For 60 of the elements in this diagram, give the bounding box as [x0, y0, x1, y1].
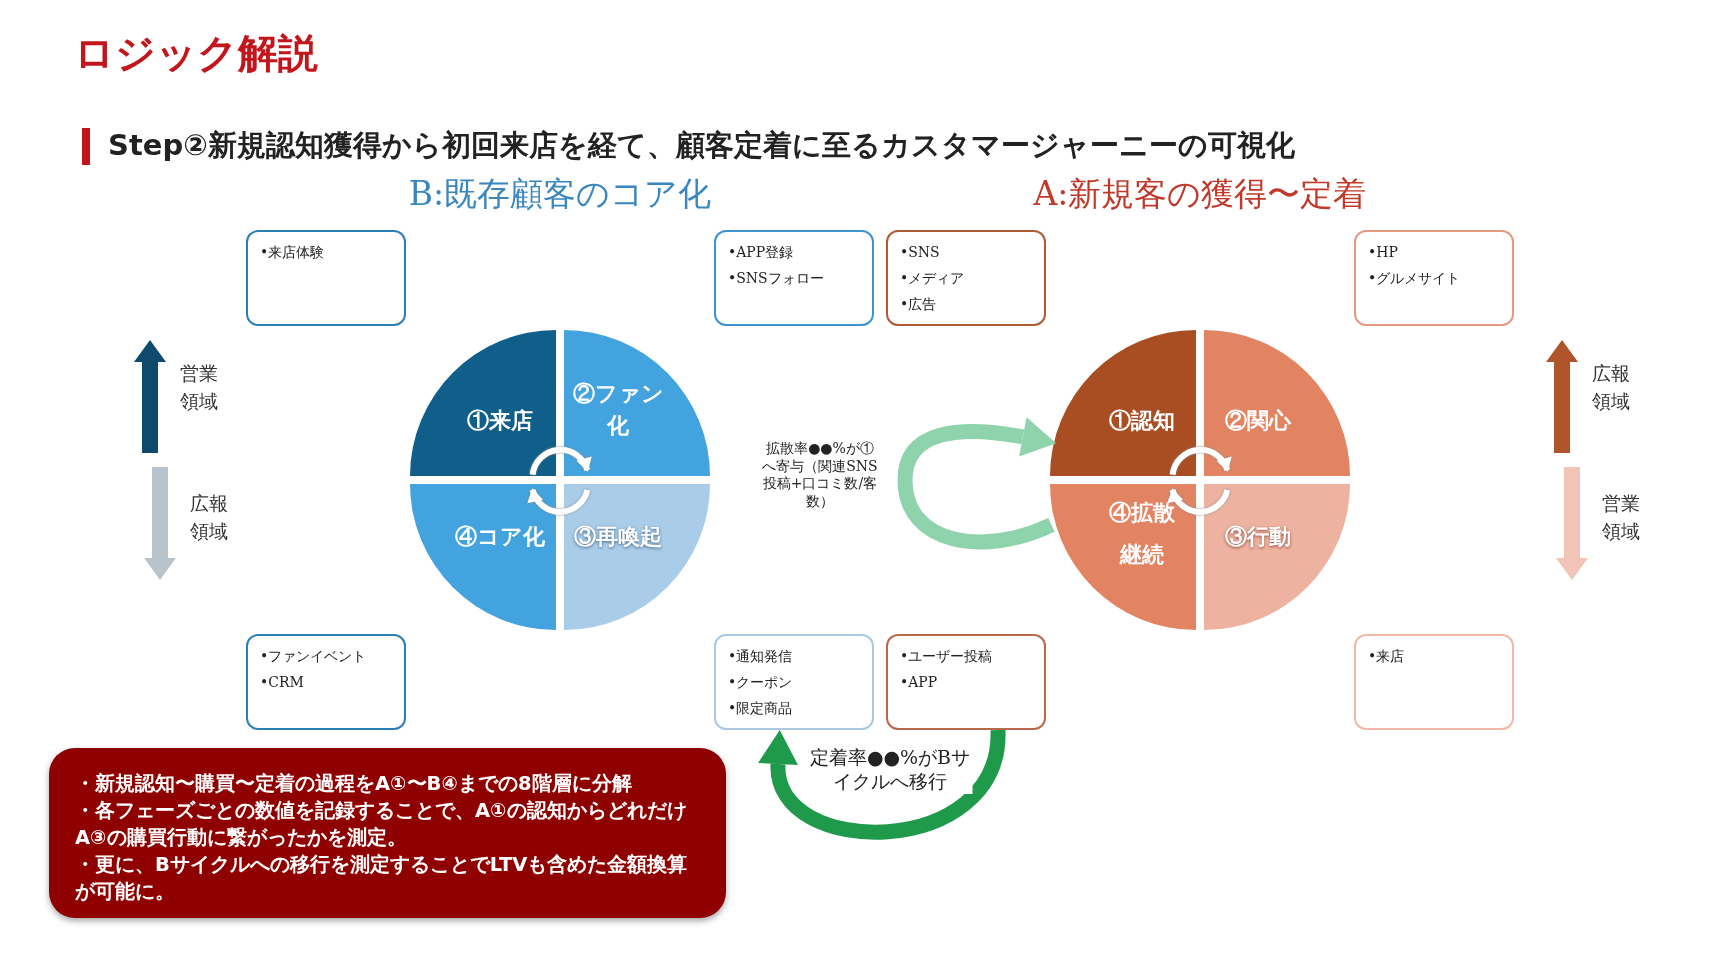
list-box [886, 634, 1046, 730]
note-text: ・各フェーズごとの数値を記録することで、A①の認知からどれだけA③の購買行動に繋がったかを測定。 [75, 798, 688, 851]
subtitle: Step②新規認知獲得から初回来店を経て、顧客定着に至るカスタマージャーニーの可視化 [108, 127, 1295, 164]
list-item: •グルメサイト [1368, 269, 1461, 288]
edge-label: 定着率●●%がBサイクルへ移行 [807, 746, 973, 794]
list-item: •広告 [900, 295, 938, 314]
quadrant-segment [1050, 330, 1196, 476]
quadrant-segment [1204, 484, 1350, 630]
list-item: •SNS [900, 243, 941, 262]
segment-label: ④コア化 [455, 521, 545, 551]
quadrant-segment [564, 484, 710, 630]
list-box [1354, 634, 1514, 730]
segment-label: ①認知 [1109, 405, 1175, 435]
quadrant-segment [1204, 330, 1350, 476]
note-text: ・更に、Bサイクルへの移行を測定することでLTVも含めた金額換算が可能に。 [75, 852, 689, 905]
area-label: 広報領域 [190, 491, 228, 544]
section-heading: A:新規客の獲得〜定着 [1033, 173, 1367, 215]
section-heading: B:既存顧客のコア化 [408, 173, 712, 215]
list-item: •CRM [260, 673, 305, 692]
flow-arrow [1168, 488, 1231, 515]
area-label: 広報領域 [1592, 361, 1630, 414]
list-box [1354, 230, 1514, 326]
list-item: •ファンイベント [260, 647, 367, 666]
list-box [714, 230, 874, 326]
area-label: 営業領域 [1602, 491, 1640, 544]
segment-label: ②ファン化 [571, 379, 665, 440]
list-item: •APP [900, 673, 939, 692]
edge-label: 拡散率●●%が①へ寄与（関連SNS投稿+口コミ数/客数） [761, 440, 879, 510]
segment-label: ③再喚起 [574, 521, 662, 551]
flow-arrow [758, 729, 1006, 840]
list-item: •来店 [1368, 647, 1405, 666]
flow-arrow [1169, 446, 1231, 476]
list-item: •限定商品 [728, 699, 793, 718]
list-box [246, 230, 406, 326]
list-box [714, 634, 874, 730]
flow-arrow [528, 488, 591, 515]
quadrant-segment [410, 484, 556, 630]
flow-arrow [897, 417, 1057, 550]
segment-label: ①来店 [467, 405, 533, 435]
list-item: •メディア [900, 269, 965, 288]
area-label: 営業領域 [180, 361, 218, 414]
list-item: •クーポン [728, 673, 793, 692]
segment-label: ④拡散継続 [1108, 498, 1176, 569]
page-title: ロジック解説 [74, 29, 318, 78]
quadrant-segment [564, 330, 710, 476]
list-item: •SNSフォロー [728, 269, 824, 288]
list-item: •HP [1368, 243, 1399, 262]
list-item: •来店体験 [260, 243, 325, 262]
list-item: •APP登録 [728, 243, 795, 262]
list-box [246, 634, 406, 730]
quadrant-segment [410, 330, 556, 476]
list-box [886, 230, 1046, 326]
segment-label: ②関心 [1225, 405, 1291, 435]
note-text: ・新規認知〜購買〜定着の過程をA①〜B④までの8階層に分解 [75, 771, 633, 797]
flow-arrow [529, 446, 591, 476]
list-item: •ユーザー投稿 [900, 647, 993, 666]
note-box [49, 748, 726, 918]
list-item: •通知発信 [728, 647, 793, 666]
segment-label: ③行動 [1225, 521, 1291, 551]
quadrant-segment [1050, 484, 1196, 630]
